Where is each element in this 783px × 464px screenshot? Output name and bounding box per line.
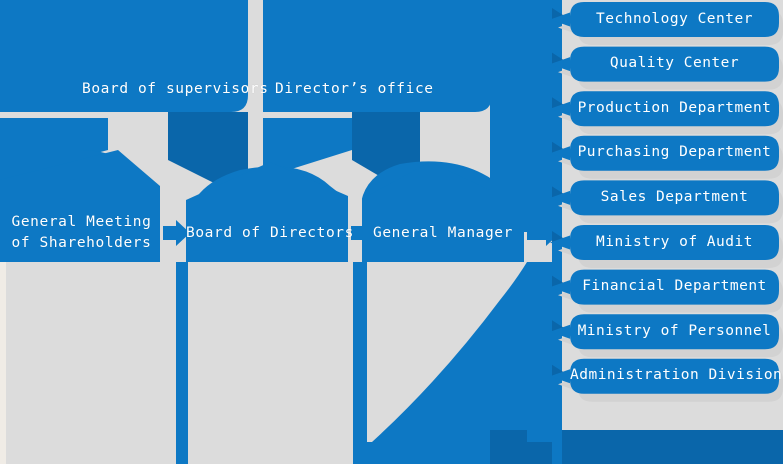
arrow-shareholders-to-board: [163, 220, 190, 246]
department-bubble-administration-division[interactable]: [550, 358, 779, 394]
node-board-of-directors-shape[interactable]: [186, 162, 348, 262]
node-quality-center[interactable]: [570, 47, 779, 82]
department-bubble-purchasing-department[interactable]: [550, 135, 779, 171]
department-bubble-production-department[interactable]: [550, 91, 779, 127]
gap-main-1: [160, 186, 186, 262]
department-bubble-ministry-of-personnel[interactable]: [550, 314, 779, 350]
department-bubble-quality-center[interactable]: [550, 46, 779, 82]
gap-top-1: [248, 0, 263, 112]
node-general-meeting-of-shareholders[interactable]: [0, 186, 168, 262]
node-board-of-supervisors-shape[interactable]: [0, 0, 248, 200]
panel-col-2: [188, 262, 353, 464]
department-bubble-technology-center[interactable]: [550, 2, 779, 37]
wedge-col-3: [372, 262, 527, 442]
node-administration-division[interactable]: [570, 359, 779, 394]
arrow-board-to-manager: [351, 220, 378, 246]
node-ministry-of-audit[interactable]: [570, 225, 779, 260]
vertical-spine: [552, 0, 562, 464]
node-board-of-supervisors[interactable]: [0, 0, 248, 112]
node-board-of-directors[interactable]: [186, 186, 348, 262]
divider-col-2: [353, 262, 367, 464]
node-purchasing-department[interactable]: [570, 136, 779, 171]
node-technology-center[interactable]: [570, 2, 779, 37]
department-bubbles: [550, 2, 783, 402]
node-ministry-of-personnel[interactable]: [570, 314, 779, 349]
node-directors-office[interactable]: [263, 0, 492, 112]
divider-col-1: [176, 262, 188, 464]
panel-col-1-edge: [0, 262, 6, 464]
department-bubble-ministry-of-audit[interactable]: [550, 225, 779, 260]
bottom-bar-col-3: [353, 442, 527, 464]
node-general-manager[interactable]: [362, 186, 524, 262]
node-production-department[interactable]: [570, 91, 779, 126]
node-general-manager-shape[interactable]: [360, 161, 524, 262]
department-bubble-sales-department[interactable]: [550, 180, 779, 216]
department-bubble-financial-department[interactable]: [550, 269, 779, 305]
upper-left-spine-fill: [490, 0, 560, 232]
panel-col-1: [4, 262, 176, 464]
node-financial-department[interactable]: [570, 270, 779, 305]
node-general-meeting-shape[interactable]: [0, 150, 168, 270]
node-sales-department[interactable]: [570, 180, 779, 215]
